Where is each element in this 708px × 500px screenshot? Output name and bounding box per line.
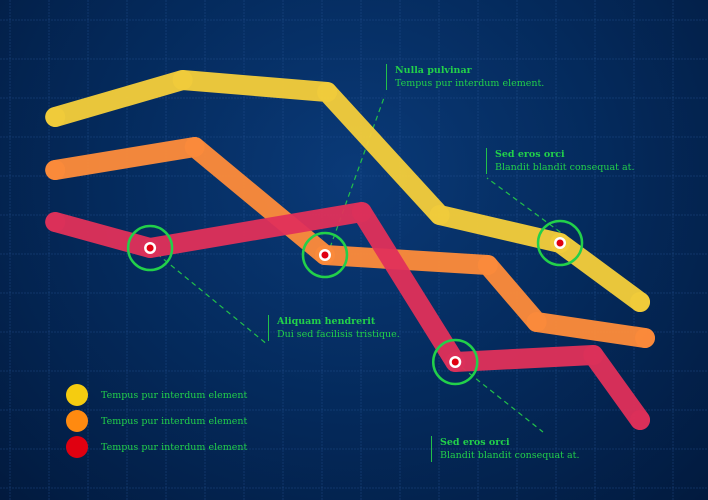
data-point xyxy=(429,205,450,225)
annotation-text: Tempus pur interdum element. xyxy=(395,78,545,89)
annotation-title: Sed eros orci xyxy=(440,437,510,448)
series-line-1 xyxy=(45,137,655,348)
highlight-marker-center xyxy=(451,358,459,366)
annotation-text: Dui sed facilisis tristique. xyxy=(277,329,400,340)
annotation-title: Nulla pulvinar xyxy=(395,65,472,76)
series-line-2 xyxy=(45,202,651,430)
highlight-marker-center xyxy=(321,251,329,259)
highlight-ring xyxy=(126,224,174,272)
series-line-0 xyxy=(45,70,651,312)
highlight-marker-center xyxy=(556,239,564,247)
data-point xyxy=(45,212,66,232)
annotation-leader-line xyxy=(326,94,386,257)
annotation-sed-eros-orci-top: Sed eros orci Blandit blandit consequat … xyxy=(486,148,634,174)
legend-item: Tempus pur interdum element xyxy=(66,382,247,408)
data-point xyxy=(634,328,655,348)
legend-label: Tempus pur interdum element xyxy=(101,415,248,427)
annotation-nulla-pulvinar: Nulla pulvinar Tempus pur interdum eleme… xyxy=(386,64,544,90)
highlight-ring xyxy=(301,231,349,279)
annotation-aliquam-hendrerit: Aliquam hendrerit Dui sed facilisis tris… xyxy=(268,315,400,341)
legend-item: Tempus pur interdum element xyxy=(66,408,247,434)
data-point xyxy=(630,410,651,430)
legend: Tempus pur interdum element Tempus pur i… xyxy=(66,382,247,460)
data-point xyxy=(583,345,604,365)
data-point xyxy=(526,312,547,332)
annotation-leader-line xyxy=(149,247,269,346)
legend-label: Tempus pur interdum element xyxy=(101,389,248,401)
highlight-ring xyxy=(431,338,479,386)
data-point xyxy=(45,107,66,127)
data-point xyxy=(45,160,66,180)
highlight-marker-center xyxy=(146,244,154,252)
annotation-text: Blandit blandit consequat at. xyxy=(440,450,580,461)
annotation-sed-eros-orci-bottom: Sed eros orci Blandit blandit consequat … xyxy=(431,436,579,462)
legend-swatch xyxy=(66,436,88,458)
data-point xyxy=(172,70,193,90)
annotation-title: Aliquam hendrerit xyxy=(277,316,376,327)
legend-swatch xyxy=(66,384,88,406)
annotation-leader-line xyxy=(486,177,576,244)
data-point xyxy=(477,255,498,275)
annotation-text: Blandit blandit consequat at. xyxy=(495,162,635,173)
legend-item: Tempus pur interdum element xyxy=(66,434,247,460)
data-point xyxy=(317,82,338,102)
data-point xyxy=(184,137,205,157)
annotation-title: Sed eros orci xyxy=(495,149,565,160)
data-point xyxy=(351,202,372,222)
legend-label: Tempus pur interdum element xyxy=(101,441,248,453)
annotation-leader-line xyxy=(454,361,544,433)
data-point xyxy=(630,292,651,312)
legend-swatch xyxy=(66,410,88,432)
highlight-ring xyxy=(536,219,584,267)
